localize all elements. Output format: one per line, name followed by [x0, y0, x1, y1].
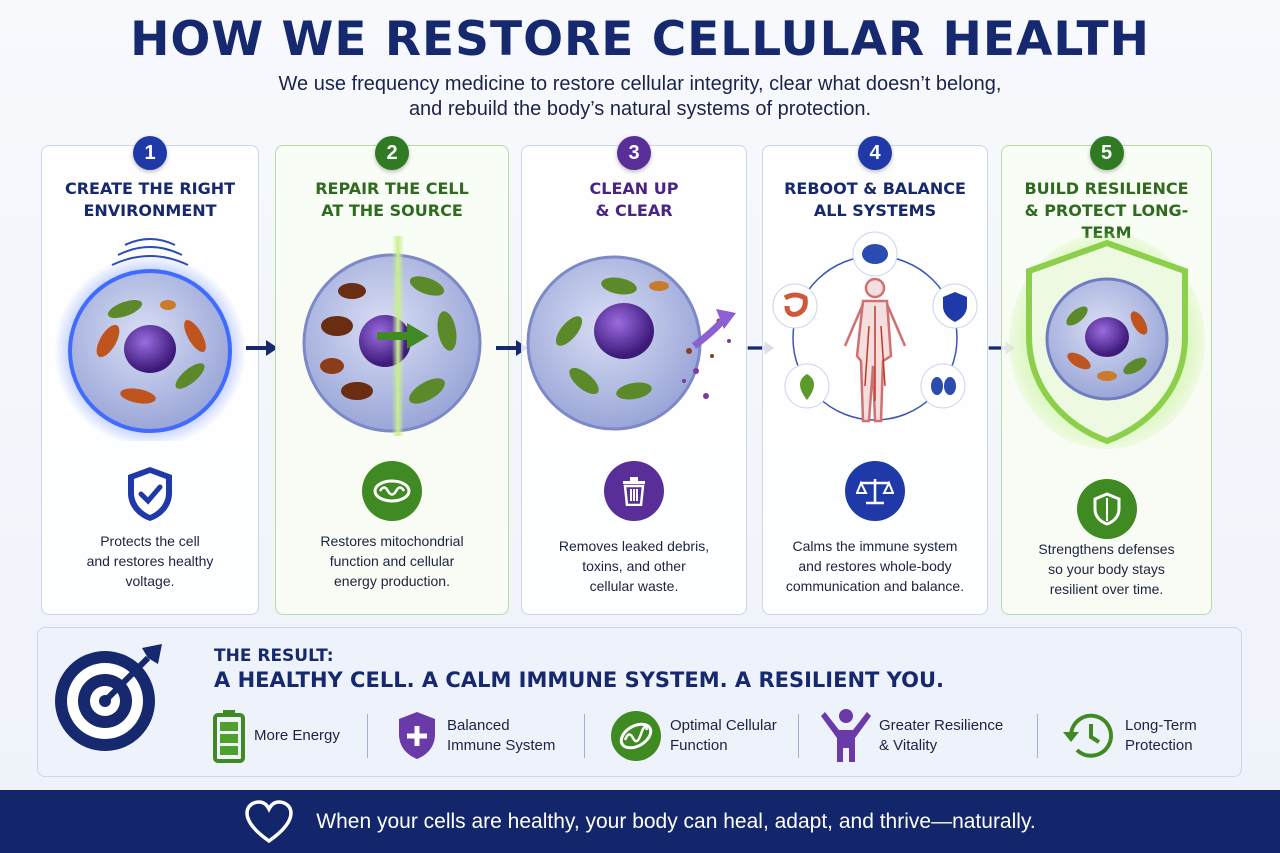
person-arms-up-icon: [821, 709, 871, 762]
shield-plus-icon: [399, 712, 435, 759]
page-title: HOW WE RESTORE CELLULAR HEALTH: [130, 12, 1150, 67]
step-1-title: CREATE THE RIGHT ENVIRONMENT: [64, 179, 236, 220]
step-1-card: 1 CREATE THE RIGHT ENVIRONMENT: [41, 136, 259, 615]
benefit-label: Optimal Cellular Function: [670, 717, 777, 754]
step-5-card: 5 BUILD RESILIENCE & PROTECT LONG-TERM S…: [1001, 136, 1212, 615]
step-5-number: 5: [1089, 136, 1124, 170]
divider: [798, 714, 799, 758]
step-3-description: Removes leaked debris, toxins, and other…: [558, 538, 710, 594]
benefit-more-energy: More Energy: [212, 706, 340, 766]
step-3-number: 3: [617, 136, 651, 170]
cell-repair-illustration: [302, 236, 482, 436]
cell-cleanup-illustration: [526, 255, 736, 431]
step-2-title: REPAIR THE CELL AT THE SOURCE: [315, 179, 469, 220]
shield-check-icon: [120, 464, 180, 524]
step-2-description: Restores mitochondrial function and cell…: [320, 533, 464, 589]
page-subtitle: We use frequency medicine to restore cel…: [278, 73, 1002, 120]
heart-icon: [245, 799, 294, 843]
step-5-description: Strengthens defenses so your body stays …: [1038, 541, 1175, 597]
step-1-description: Protects the cell and restores healthy v…: [86, 533, 214, 589]
battery-icon: [213, 710, 245, 763]
shield-icon: [1076, 479, 1137, 539]
step-3-title: CLEAN UP & CLEAR: [589, 179, 679, 220]
step-2-number: 2: [375, 136, 409, 170]
human-body-figure: [843, 277, 907, 423]
result-label: THE RESULT:: [214, 646, 334, 666]
shield-small-icon: [943, 292, 967, 322]
leaf-icon: [800, 374, 814, 400]
mitochondria-icon: [611, 711, 661, 761]
result-headline: A HEALTHY CELL. A CALM IMMUNE SYSTEM. A …: [214, 668, 944, 692]
benefit-label: Balanced Immune System: [447, 717, 556, 754]
shielded-cell-illustration: [1008, 233, 1205, 449]
step-4-title: REBOOT & BALANCE ALL SYSTEMS: [784, 179, 966, 220]
intestine-icon: [783, 292, 808, 317]
body-systems-illustration: [772, 231, 978, 423]
footer-banner: When your cells are healthy, your body c…: [0, 790, 1280, 853]
benefit-label: Long-Term Protection: [1125, 717, 1197, 754]
clock-refresh-icon: [1063, 713, 1113, 758]
step-3-card: 3 CLEAN UP & CLEAR Removes leaked debris…: [521, 136, 747, 615]
target-icon: [55, 644, 162, 751]
result-panel: THE RESULT: A HEALTHY CELL. A CALM IMMUN…: [37, 627, 1242, 777]
benefit-label: Greater Resilience & Vitality: [879, 717, 1004, 754]
benefit-label: More Energy: [254, 727, 340, 744]
benefit-balanced-immune: Balanced Immune System: [395, 706, 555, 766]
step-1-number: 1: [133, 136, 167, 170]
divider: [584, 714, 585, 758]
kidney-icon: [931, 377, 943, 395]
scales-icon: [845, 461, 905, 521]
divider: [1037, 714, 1038, 758]
benefit-optimal-function: Optimal Cellular Function: [610, 706, 777, 766]
divider: [367, 714, 368, 758]
benefit-resilience: Greater Resilience & Vitality: [821, 706, 1003, 766]
footer-text: When your cells are healthy, your body c…: [316, 809, 1036, 833]
step-4-description: Calms the immune system and restores who…: [785, 538, 965, 594]
step-4-number: 4: [858, 136, 892, 170]
step-2-card: 2 REPAIR THE CELL AT THE SOURCE Rest: [275, 136, 509, 615]
mitochondria-icon: [362, 461, 422, 521]
brain-icon: [862, 244, 888, 264]
step-4-card: 4 REBOOT & BALANCE ALL SYSTEMS Calms the…: [762, 136, 988, 615]
arrow-right-icon: [246, 340, 278, 356]
trash-icon: [604, 461, 664, 521]
cell-energy-field-illustration: [54, 238, 246, 441]
step-5-title: BUILD RESILIENCE & PROTECT LONG-TERM: [1024, 179, 1189, 242]
benefit-long-term: Long-Term Protection: [1061, 706, 1197, 766]
